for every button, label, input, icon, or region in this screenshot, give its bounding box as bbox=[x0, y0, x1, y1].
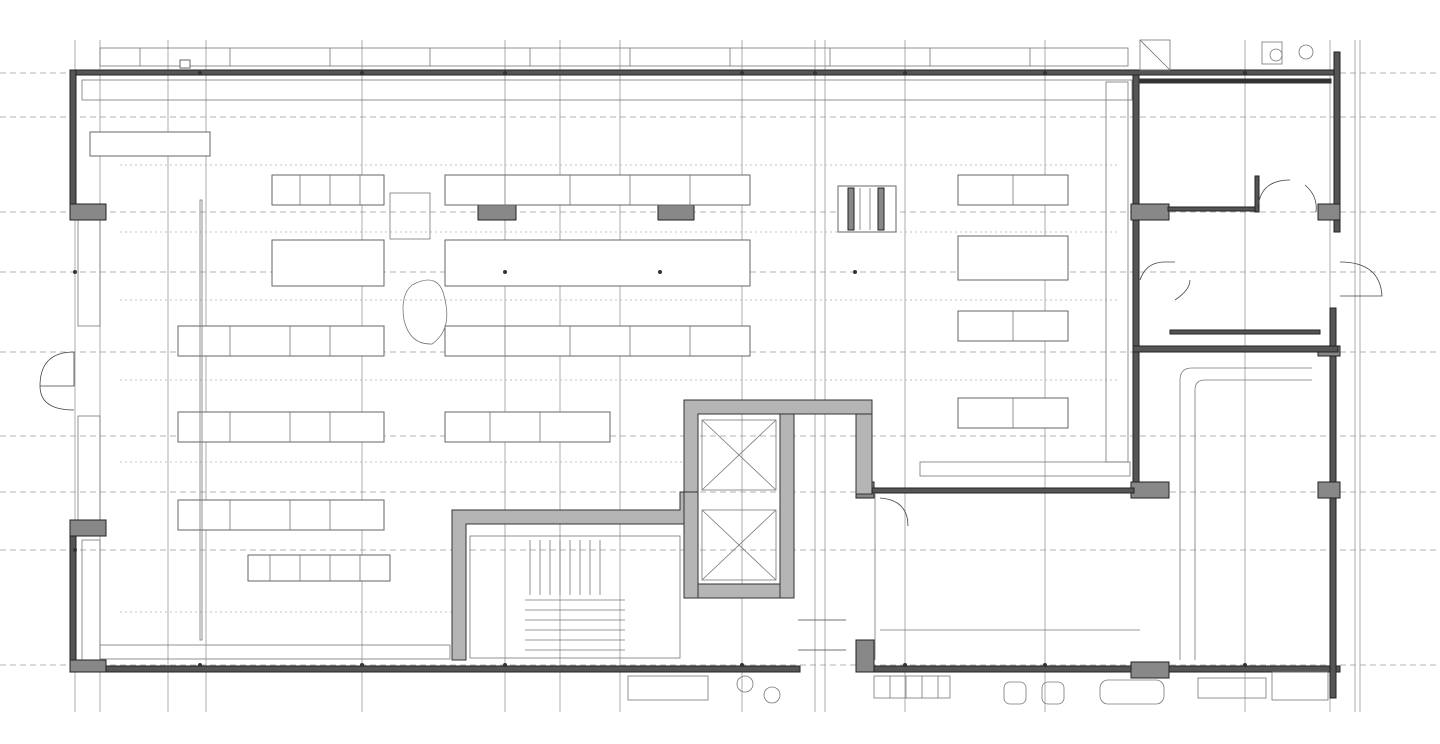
outer-walls bbox=[69, 51, 1341, 699]
dimension-marks bbox=[73, 71, 1247, 667]
curved-display bbox=[402, 279, 448, 345]
doors bbox=[39, 179, 1383, 527]
structural-grid bbox=[0, 40, 1440, 712]
shelving bbox=[89, 81, 1131, 660]
stair-treads bbox=[525, 540, 625, 651]
top-curb bbox=[99, 47, 1129, 69]
right-rooms bbox=[627, 39, 1339, 705]
stair-core bbox=[451, 399, 873, 661]
